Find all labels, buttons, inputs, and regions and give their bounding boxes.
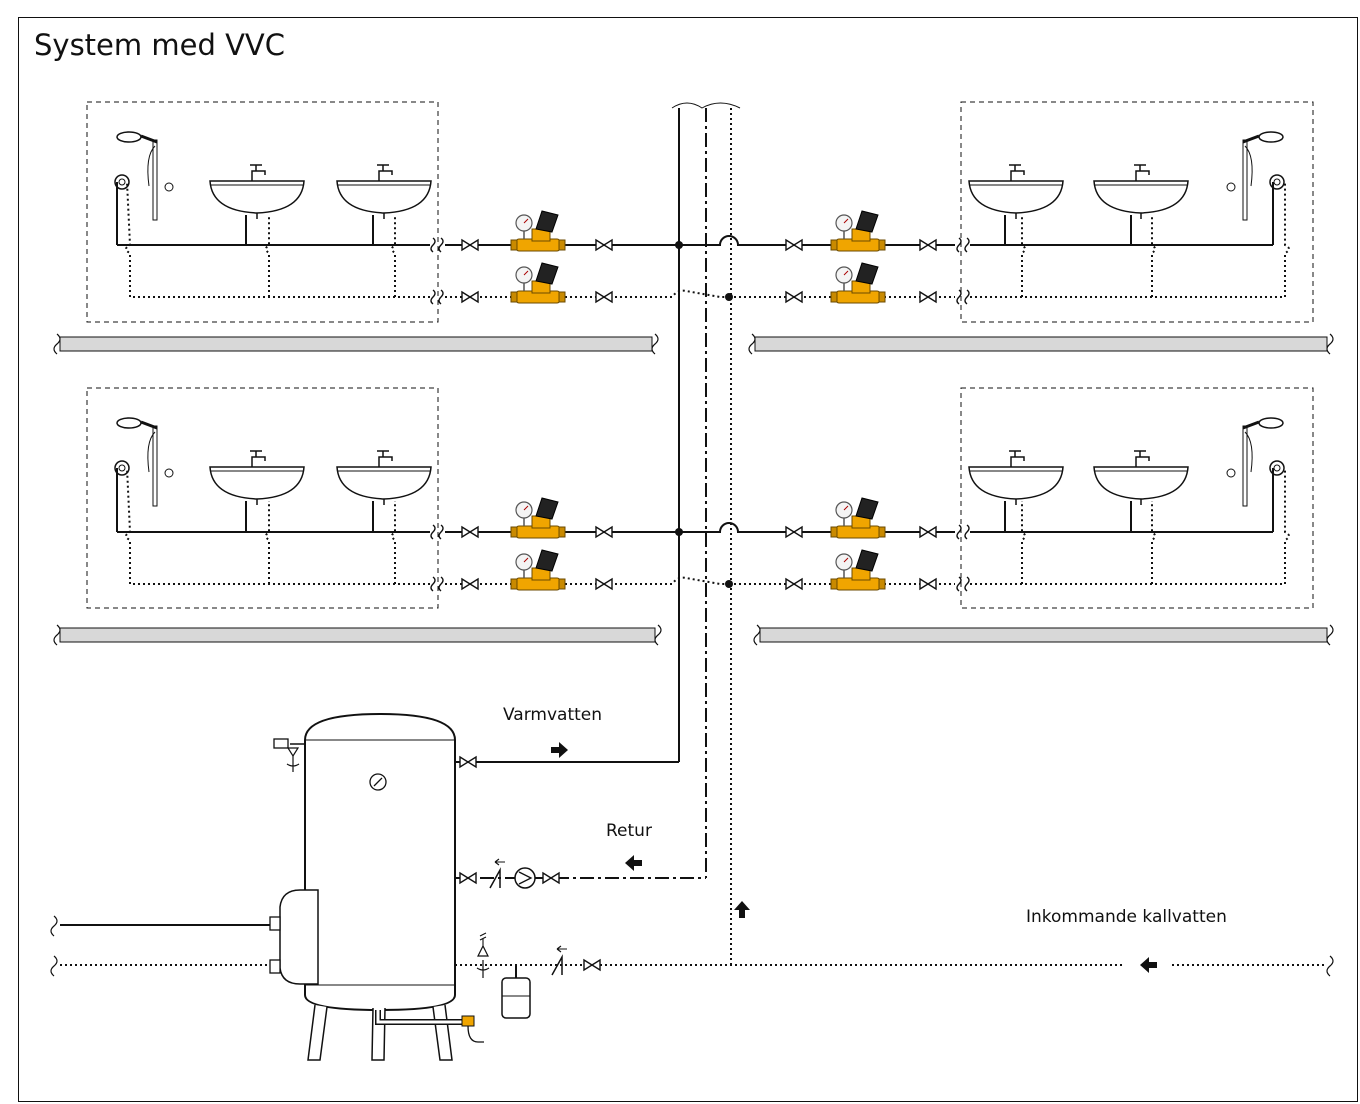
washbasin-icon	[336, 450, 432, 505]
balancing-valve-icon	[830, 210, 886, 252]
shutoff-valve-icon	[461, 290, 479, 304]
junction-dot	[675, 528, 683, 536]
hot-pipe	[679, 522, 955, 533]
shower-icon	[1226, 131, 1285, 221]
shower-icon	[114, 417, 174, 507]
cold-water-inlet	[455, 932, 1334, 1019]
shutoff-valve-icon	[583, 958, 601, 972]
check-valve-icon	[489, 858, 505, 889]
junction-dot	[675, 241, 683, 249]
bathroom-boundary	[86, 101, 439, 323]
junction-dot	[725, 580, 733, 588]
balancing-valve-icon	[510, 497, 566, 539]
balancing-valve-icon	[830, 549, 886, 591]
shutoff-valve-icon	[461, 525, 479, 539]
heating-coil-flange	[50, 889, 319, 985]
pipe-break-icon	[956, 576, 970, 592]
floor-slab	[748, 333, 1334, 355]
balancing-valve-icon	[510, 262, 566, 304]
hot-water-outlet	[455, 755, 679, 769]
flow-arrow-icon	[1140, 957, 1157, 973]
pipe-break-icon	[430, 237, 444, 253]
washbasin-icon	[209, 164, 305, 219]
junction-dot	[725, 293, 733, 301]
shower-icon	[1226, 417, 1285, 507]
flow-arrow-icon	[625, 855, 642, 871]
bathroom-left	[86, 387, 444, 609]
safety-valve-icon	[476, 932, 490, 978]
pipe-break-icon	[671, 102, 741, 109]
return-branch-pipe	[970, 182, 1290, 298]
shutoff-valve-icon	[595, 290, 613, 304]
washbasin-icon	[1093, 164, 1189, 219]
shutoff-valve-icon	[919, 577, 937, 591]
shutoff-valve-icon	[919, 238, 937, 252]
expansion-vessel-icon	[501, 965, 531, 1019]
shutoff-valve-icon	[461, 238, 479, 252]
riser-pipes	[671, 102, 741, 965]
shutoff-valve-icon	[919, 525, 937, 539]
pipe-break-icon	[430, 576, 444, 592]
balancing-valve-icon	[510, 549, 566, 591]
water-heater-icon	[304, 712, 456, 1061]
return-pipe	[445, 289, 729, 298]
bathroom-right	[956, 101, 1314, 323]
shutoff-valve-icon	[595, 577, 613, 591]
floor-slab	[53, 333, 659, 355]
washbasin-icon	[968, 450, 1064, 505]
flow-arrow-icon	[734, 901, 750, 918]
label-varmvatten: Varmvatten	[503, 705, 603, 725]
shutoff-valve-icon	[459, 755, 477, 769]
washbasin-icon	[1093, 450, 1189, 505]
washbasin-icon	[968, 164, 1064, 219]
balancing-valve-icon	[830, 497, 886, 539]
shutoff-valve-icon	[785, 525, 803, 539]
floor-slab	[53, 624, 662, 646]
washbasin-icon	[336, 164, 432, 219]
pipe-break-icon	[956, 289, 970, 305]
diagram-title: System med VVC	[34, 28, 286, 62]
bathroom-boundary	[960, 101, 1314, 323]
shutoff-valve-icon	[595, 238, 613, 252]
check-valve-icon	[551, 945, 567, 976]
return-branch-pipe	[970, 468, 1290, 585]
bathroom-boundary	[960, 387, 1314, 609]
bathroom-right	[956, 387, 1314, 609]
circulation-return	[455, 858, 706, 889]
washbasin-icon	[209, 450, 305, 505]
safety-valve-icon	[273, 738, 305, 772]
label-inkommande-kallvatten: Inkommande kallvatten	[1026, 907, 1227, 927]
shower-icon	[114, 131, 174, 221]
bathroom-boundary	[86, 387, 439, 609]
shutoff-valve-icon	[461, 577, 479, 591]
pipe-break-icon	[956, 237, 970, 253]
pipe-break-icon	[956, 524, 970, 540]
shutoff-valve-icon	[919, 290, 937, 304]
label-retur: Retur	[606, 821, 652, 841]
balancing-valve-icon	[510, 210, 566, 252]
return-branch-pipe	[125, 181, 430, 298]
drain-valve-icon	[375, 1010, 484, 1043]
branch-connection	[445, 210, 955, 304]
flow-arrow-icon	[551, 742, 568, 758]
shutoff-valve-icon	[542, 871, 560, 885]
return-pipe	[445, 576, 729, 585]
diagram-frame	[18, 17, 1358, 1102]
shutoff-valve-icon	[785, 577, 803, 591]
shutoff-valve-icon	[595, 525, 613, 539]
pipe-break-icon	[430, 524, 444, 540]
branch-connection	[445, 497, 955, 591]
floor-slab	[753, 624, 1334, 646]
bathroom-left	[86, 101, 444, 323]
pipe-break-icon	[430, 289, 444, 305]
return-branch-pipe	[125, 467, 430, 585]
circulation-pump-icon	[514, 867, 536, 889]
shutoff-valve-icon	[459, 871, 477, 885]
thermometer-icon	[369, 773, 387, 791]
hot-pipe	[679, 235, 955, 246]
balancing-valve-icon	[830, 262, 886, 304]
shutoff-valve-icon	[785, 290, 803, 304]
shutoff-valve-icon	[785, 238, 803, 252]
